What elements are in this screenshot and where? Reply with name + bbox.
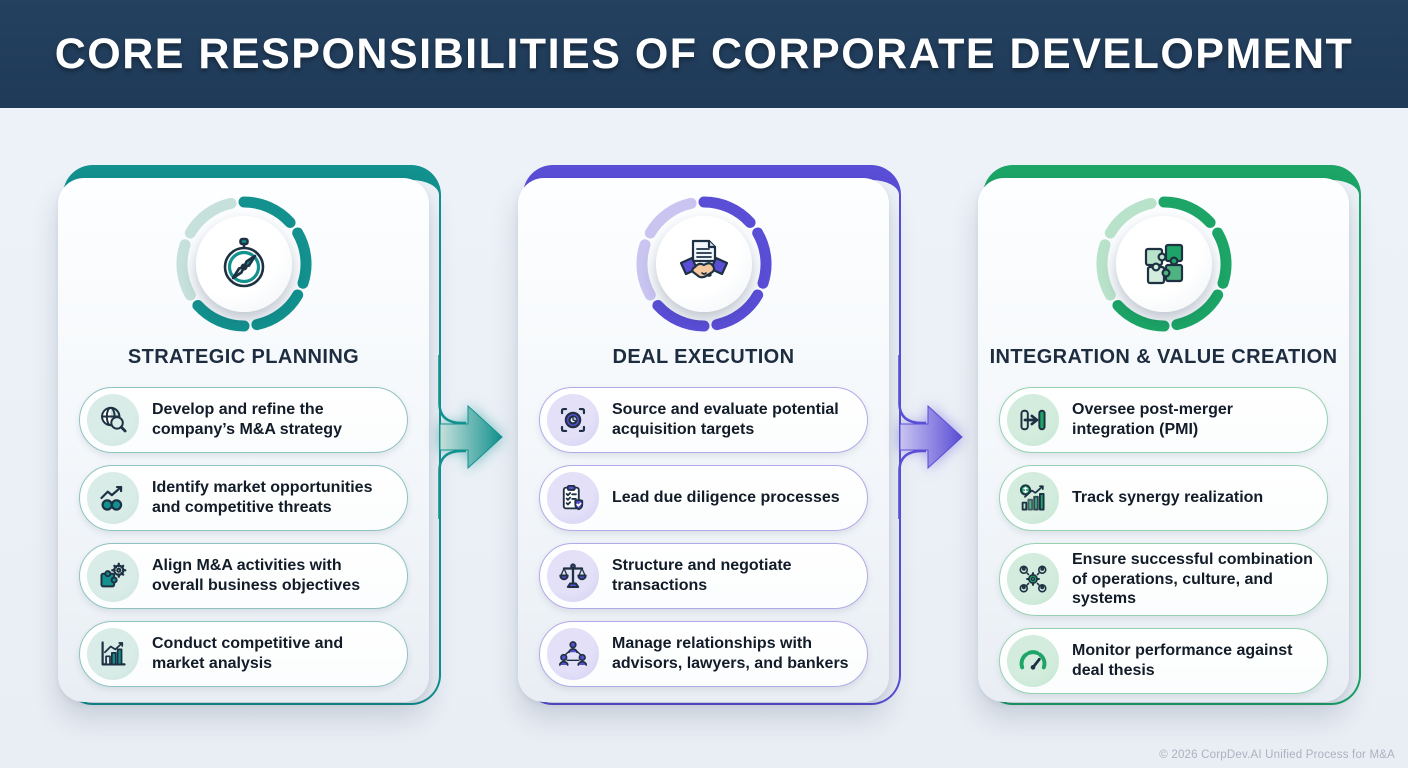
column-emblem <box>978 178 1349 332</box>
title-bar: CORE RESPONSIBILITIES OF CORPORATE DEVEL… <box>0 0 1408 108</box>
list-item: Structure and negotiate transactions <box>539 543 868 609</box>
item-icon-badge <box>1007 394 1059 446</box>
item-label: Source and evaluate potential acquisitio… <box>612 401 839 438</box>
bar-chart-icon <box>101 641 126 666</box>
list-item: Source and evaluate potential acquisitio… <box>539 387 868 453</box>
growth-binoculars-icon <box>100 485 123 511</box>
item-icon-badge <box>87 472 139 524</box>
target-scope-icon <box>560 407 586 433</box>
gauge-icon <box>1019 649 1047 670</box>
item-icon-badge <box>87 550 139 602</box>
column-card: DEAL EXECUTION <box>518 178 889 702</box>
column-deal-execution: DEAL EXECUTION <box>518 165 963 705</box>
handshake-document-icon <box>679 239 728 279</box>
item-icon-badge <box>1007 553 1059 606</box>
list-item: Conduct competitive and market analysis <box>79 621 408 687</box>
list-item: Identify market opportunities and compet… <box>79 465 408 531</box>
copyright-text: © 2026 CorpDev.AI Unified Process for M&… <box>1159 749 1395 761</box>
item-label: Structure and negotiate transactions <box>612 557 792 594</box>
column-emblem <box>58 178 429 332</box>
column-strategic-planning: STRATEGIC PLANNING <box>58 165 503 705</box>
list-item: Manage relationships with advisors, lawy… <box>539 621 868 687</box>
list-item: Lead due diligence processes <box>539 465 868 531</box>
list-item: Track synergy realization <box>999 465 1328 531</box>
item-icon-badge <box>547 472 599 524</box>
list-item: Ensure successful combination of operati… <box>999 543 1328 616</box>
puzzle-gear-icon <box>100 562 127 588</box>
column-title: STRATEGIC PLANNING <box>127 346 360 368</box>
synergy-chart-icon <box>1019 484 1045 511</box>
merge-arrow-icon <box>1020 409 1046 431</box>
item-icon-badge <box>547 550 599 602</box>
item-label: Manage relationships with advisors, lawy… <box>612 635 849 672</box>
segmented-ring <box>635 196 772 332</box>
people-network-icon <box>558 641 588 666</box>
item-label: Identify market opportunities and compet… <box>152 479 373 516</box>
item-list: Develop and refine the company’s M&A str… <box>58 387 429 687</box>
item-label: Oversee post-merger integration (PMI) <box>1072 401 1233 438</box>
list-item: Align M&A activities with overall busine… <box>79 543 408 609</box>
list-item: Monitor performance against deal thesis <box>999 627 1328 694</box>
emblem-badge <box>1115 216 1212 312</box>
page-title: CORE RESPONSIBILITIES OF CORPORATE DEVEL… <box>54 29 1354 78</box>
item-label: Track synergy realization <box>1072 489 1264 507</box>
item-icon-badge <box>1007 472 1059 524</box>
list-item: Oversee post-merger integration (PMI) <box>999 387 1328 453</box>
compass-icon <box>223 237 264 288</box>
item-label: Lead due diligence processes <box>612 489 840 507</box>
item-icon-badge <box>1007 634 1059 687</box>
item-label: Monitor performance against deal thesis <box>1072 642 1293 679</box>
globe-search-icon <box>101 406 127 433</box>
column-title: DEAL EXECUTION <box>612 346 795 368</box>
column-integration-value-creation: INTEGRATION & VALUE CREATION <box>978 165 1361 705</box>
puzzle-pieces-icon <box>1144 243 1183 285</box>
emblem-badge <box>195 216 292 312</box>
item-label: Develop and refine the company’s M&A str… <box>152 401 342 438</box>
item-icon-badge <box>87 628 139 680</box>
columns-area: STRATEGIC PLANNING <box>0 108 1408 705</box>
item-label: Conduct competitive and market analysis <box>152 635 344 672</box>
column-card: STRATEGIC PLANNING <box>58 178 429 702</box>
emblem-badge <box>655 216 752 312</box>
column-title: INTEGRATION & VALUE CREATION <box>989 346 1338 368</box>
column-emblem <box>518 178 889 332</box>
flow-arrow-1 <box>438 355 503 519</box>
balance-scale-icon <box>559 563 587 588</box>
segmented-ring <box>1095 196 1232 332</box>
clipboard-shield-icon <box>562 484 584 511</box>
column-card: INTEGRATION & VALUE CREATION <box>978 178 1349 702</box>
item-list: Oversee post-merger integration (PMI) <box>978 387 1349 694</box>
flow-arrow-2 <box>898 355 963 519</box>
item-label: Ensure successful combination of operati… <box>1072 551 1313 608</box>
item-icon-badge <box>547 628 599 680</box>
people-gear-icon <box>1019 565 1047 593</box>
item-label: Align M&A activities with overall busine… <box>152 557 361 594</box>
item-icon-badge <box>547 394 599 446</box>
list-item: Develop and refine the company’s M&A str… <box>79 387 408 453</box>
segmented-ring <box>175 196 312 332</box>
item-list: Source and evaluate potential acquisitio… <box>518 387 889 687</box>
item-icon-badge <box>87 394 139 446</box>
